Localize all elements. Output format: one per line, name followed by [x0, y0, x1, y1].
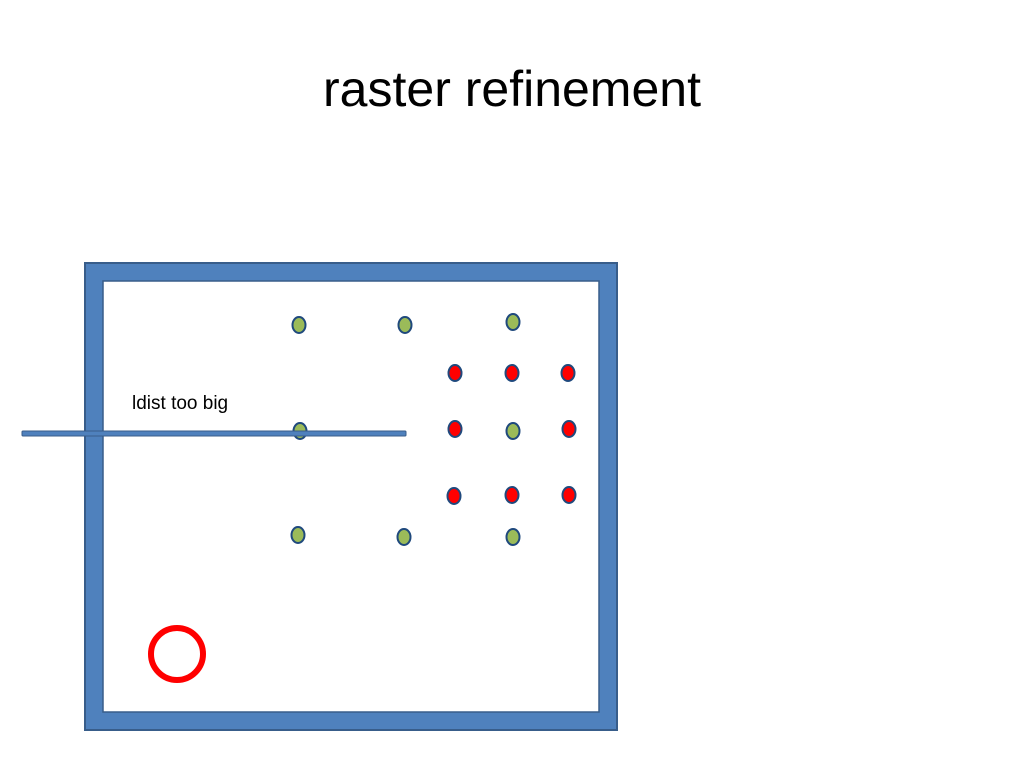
- red-point: [447, 420, 463, 438]
- ldist-annotation: ldist too big: [132, 393, 229, 414]
- points-layer: [290, 313, 577, 546]
- green-point: [291, 316, 307, 334]
- green-point: [505, 313, 521, 331]
- red-point: [504, 486, 520, 504]
- red-point: [447, 364, 463, 382]
- red-point: [561, 420, 577, 438]
- red-point: [561, 486, 577, 504]
- red-point: [504, 364, 520, 382]
- green-point: [505, 528, 521, 546]
- green-point: [397, 316, 413, 334]
- slide-title: raster refinement: [323, 61, 701, 117]
- red-point: [560, 364, 576, 382]
- red-point: [446, 487, 462, 505]
- green-point: [290, 526, 306, 544]
- green-point: [396, 528, 412, 546]
- inner-area: [102, 280, 600, 713]
- green-point: [505, 422, 521, 440]
- distance-line: [21, 430, 407, 437]
- red-circle-marker: [148, 625, 206, 683]
